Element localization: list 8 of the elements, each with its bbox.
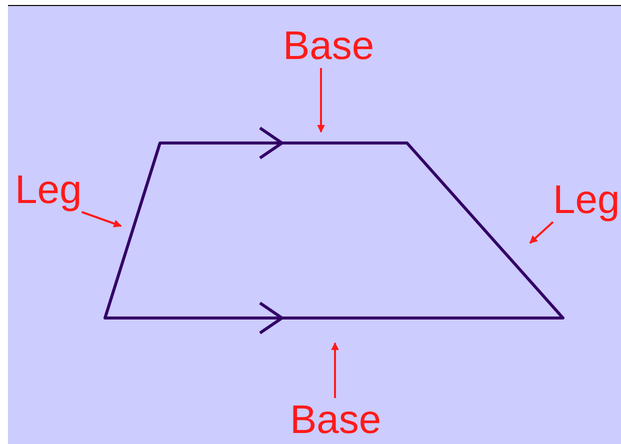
part-label: Base (290, 398, 382, 442)
leader-arrow (331, 342, 339, 398)
part-label: Leg (15, 168, 82, 212)
leader-arrow (81, 211, 122, 228)
leader-arrow (317, 68, 325, 133)
part-label: Base (283, 24, 374, 68)
leader-arrow (529, 221, 554, 244)
part-label: Leg (553, 178, 620, 222)
